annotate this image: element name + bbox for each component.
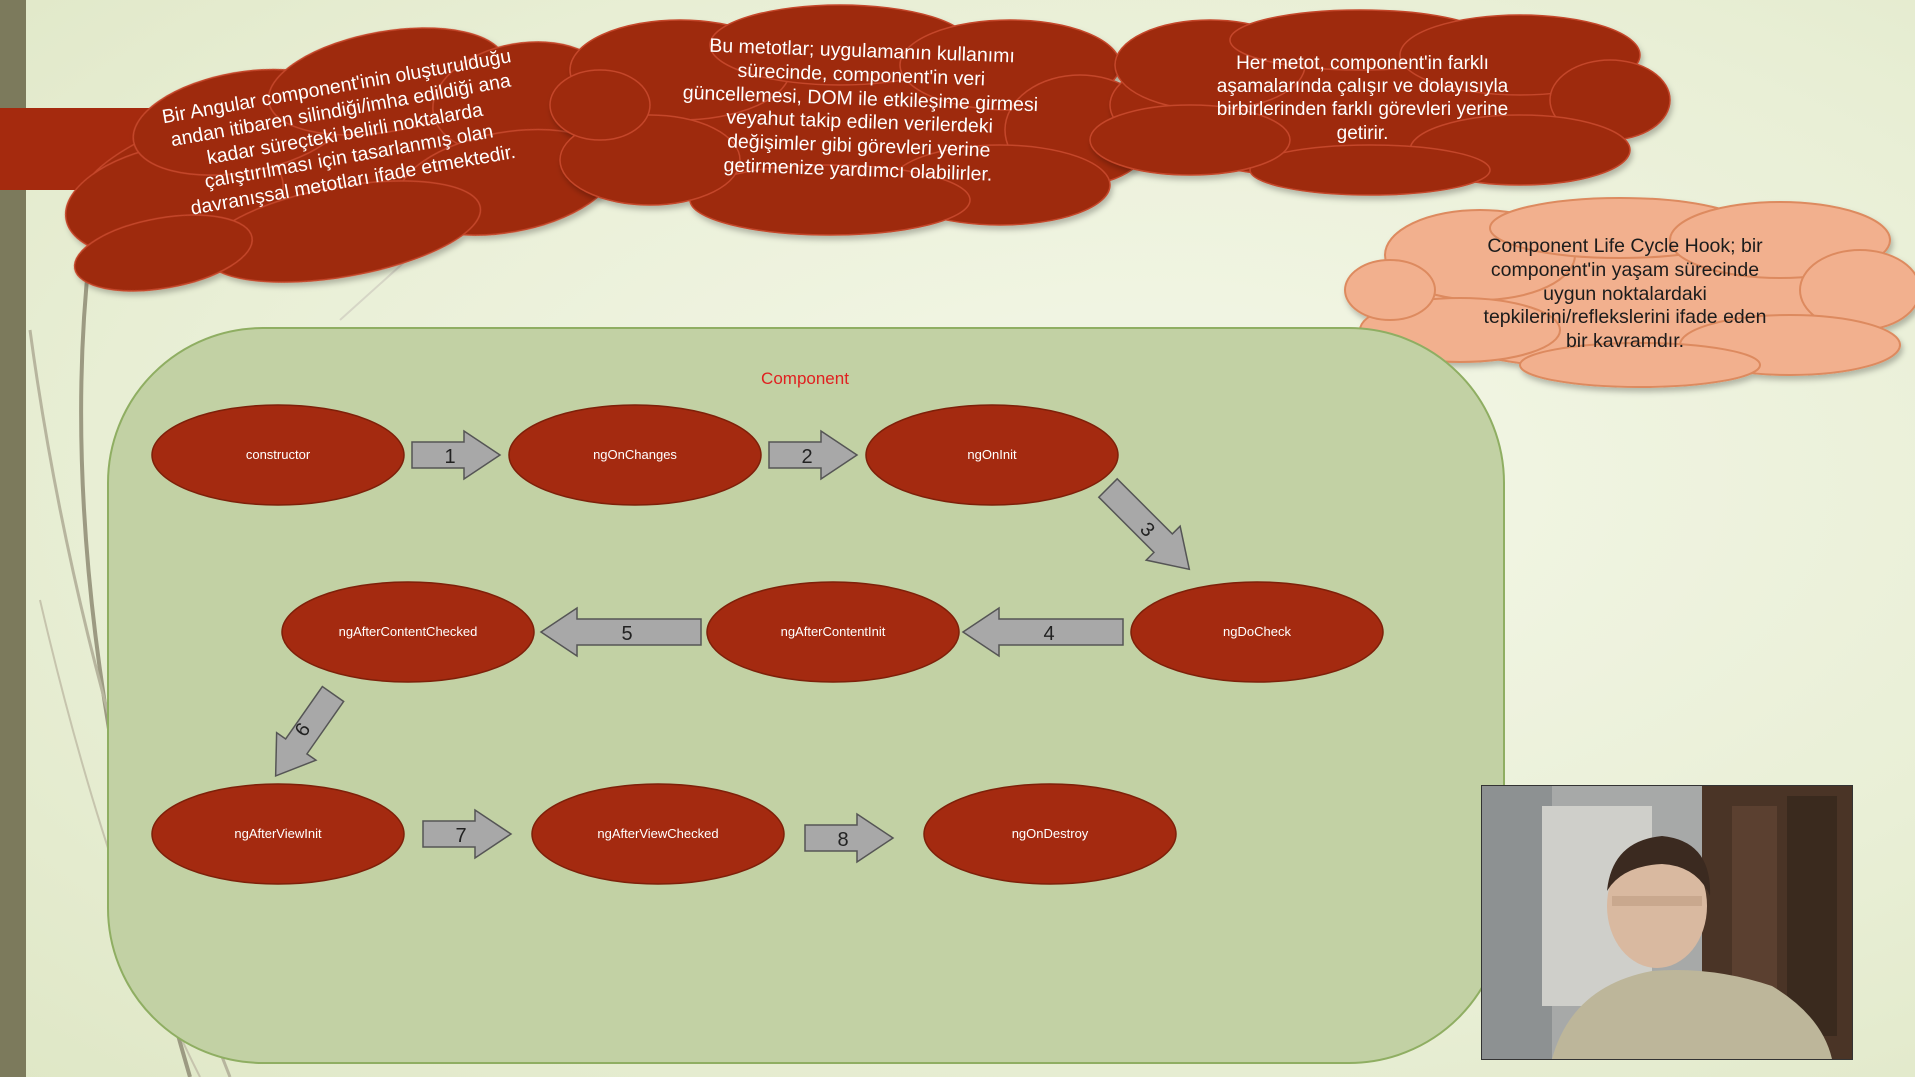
label-ngoninit: ngOnInit	[967, 447, 1017, 462]
cloud-phases-line-3: birbirlerinden farklı görevleri yerine	[1216, 99, 1509, 121]
cloud-phases-line-1: Her metot, component'in farklı	[1236, 53, 1489, 74]
arrow-6	[274, 685, 345, 778]
cloud-phases-line-2: aşamalarında çalışır ve dolayısıyla	[1216, 76, 1509, 98]
component-label: Component	[761, 369, 849, 388]
cloud-definition-text: Component Life Cycle Hook; bir component…	[1440, 235, 1810, 354]
webcam-frame	[1482, 786, 1852, 1059]
cloud-intro	[64, 27, 616, 292]
presenter-webcam	[1481, 785, 1853, 1060]
arrow-8	[804, 812, 895, 864]
cloud-phases-text: Her metot, component'in farklı aşamaları…	[1175, 52, 1550, 145]
component-panel	[107, 327, 1505, 1064]
node-ngafterviewinit	[151, 783, 405, 885]
label-ngafterviewchecked: ngAfterViewChecked	[597, 826, 719, 841]
cloud-definition-line-5: bir kavramdır.	[1565, 330, 1685, 353]
cloud-phases	[1089, 9, 1671, 196]
node-constructor	[151, 404, 405, 506]
node-ngonchanges	[508, 404, 762, 506]
arrow-4-label: 4	[1043, 623, 1054, 645]
cloud-definition-line-1: Component Life Cycle Hook; bir	[1487, 235, 1763, 257]
cloud-definition-line-4: tepkilerini/reflekslerini ifade eden	[1483, 306, 1767, 329]
label-ngdocheck: ngDoCheck	[1223, 624, 1291, 639]
label-constructor: constructor	[245, 447, 311, 462]
cloud-purpose-text: Bu metotlar; uygulamanın kullanımı sürec…	[643, 33, 1078, 191]
cloud-definition	[1344, 197, 1915, 388]
arrow-5-label: 5	[621, 623, 632, 645]
node-ngondestroy	[923, 783, 1177, 885]
cloud-phases-line-4: getirir.	[1336, 122, 1389, 144]
arrow-8-label: 8	[837, 829, 848, 851]
hook-nodes	[151, 404, 1384, 885]
arrow-7-label: 7	[455, 825, 466, 847]
cloud-definition-line-2: component'in yaşam sürecinde	[1490, 258, 1760, 281]
flow-arrows	[274, 429, 1191, 864]
arrow-5	[539, 606, 702, 658]
node-ngoninit	[865, 404, 1119, 506]
node-ngaftercontentchecked	[281, 581, 535, 683]
node-ngaftercontentinit	[706, 581, 960, 683]
arrow-1-label: 1	[444, 446, 455, 468]
arrow-2-label: 2	[801, 446, 812, 468]
label-ngonchanges: ngOnChanges	[593, 447, 677, 462]
node-ngdocheck	[1130, 581, 1384, 683]
label-ngaftercontentchecked: ngAfterContentChecked	[338, 624, 478, 639]
arrow-2	[768, 429, 859, 481]
cloud-definition-line-3: uygun noktalardaki	[1543, 282, 1707, 305]
label-ngondestroy: ngOnDestroy	[1011, 826, 1089, 841]
arrow-1	[411, 429, 502, 481]
arrow-3	[1097, 477, 1191, 571]
arrow-4	[961, 606, 1124, 658]
arrow-7	[422, 808, 513, 860]
label-ngafterviewinit: ngAfterViewInit	[234, 826, 322, 841]
node-ngafterviewchecked	[531, 783, 785, 885]
label-ngaftercontentinit: ngAfterContentInit	[780, 624, 886, 639]
